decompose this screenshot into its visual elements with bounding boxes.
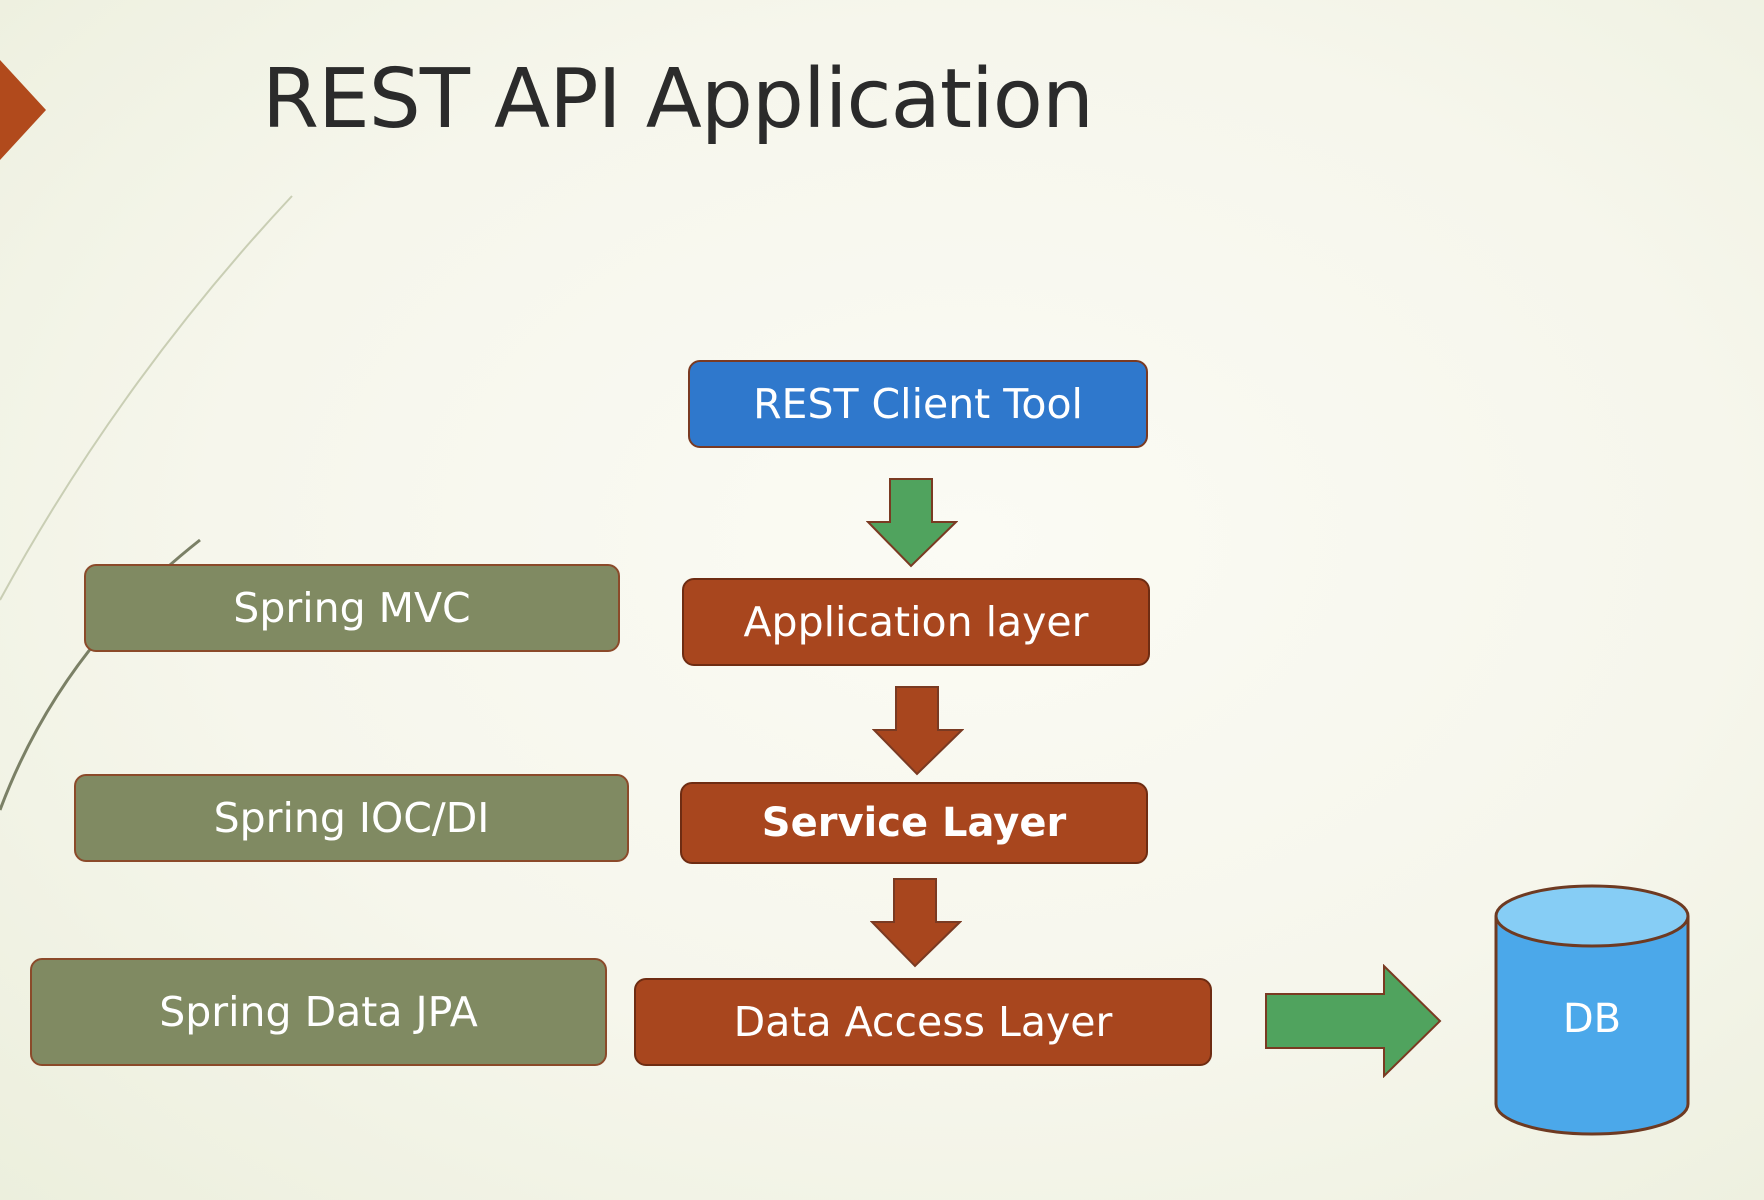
spring-data-jpa-box: Spring Data JPA bbox=[30, 958, 607, 1066]
spring-ioc-di-box: Spring IOC/DI bbox=[74, 774, 629, 862]
down-arrow-icon-service bbox=[870, 878, 962, 968]
slide-title: REST API Application bbox=[262, 52, 1094, 147]
database-label: DB bbox=[1562, 996, 1622, 1042]
rest-client-tool-box: REST Client Tool bbox=[688, 360, 1148, 448]
data-access-layer-box: Data Access Layer bbox=[634, 978, 1212, 1066]
down-arrow-icon-client bbox=[866, 478, 958, 568]
right-arrow-icon-db bbox=[1265, 964, 1442, 1078]
down-arrow-icon-application bbox=[872, 686, 964, 776]
service-layer-box: Service Layer bbox=[680, 782, 1148, 864]
spring-mvc-box: Spring MVC bbox=[84, 564, 620, 652]
application-layer-box: Application layer bbox=[682, 578, 1150, 666]
database-cylinder-icon bbox=[1494, 884, 1690, 1136]
corner-marker-icon bbox=[0, 60, 46, 160]
